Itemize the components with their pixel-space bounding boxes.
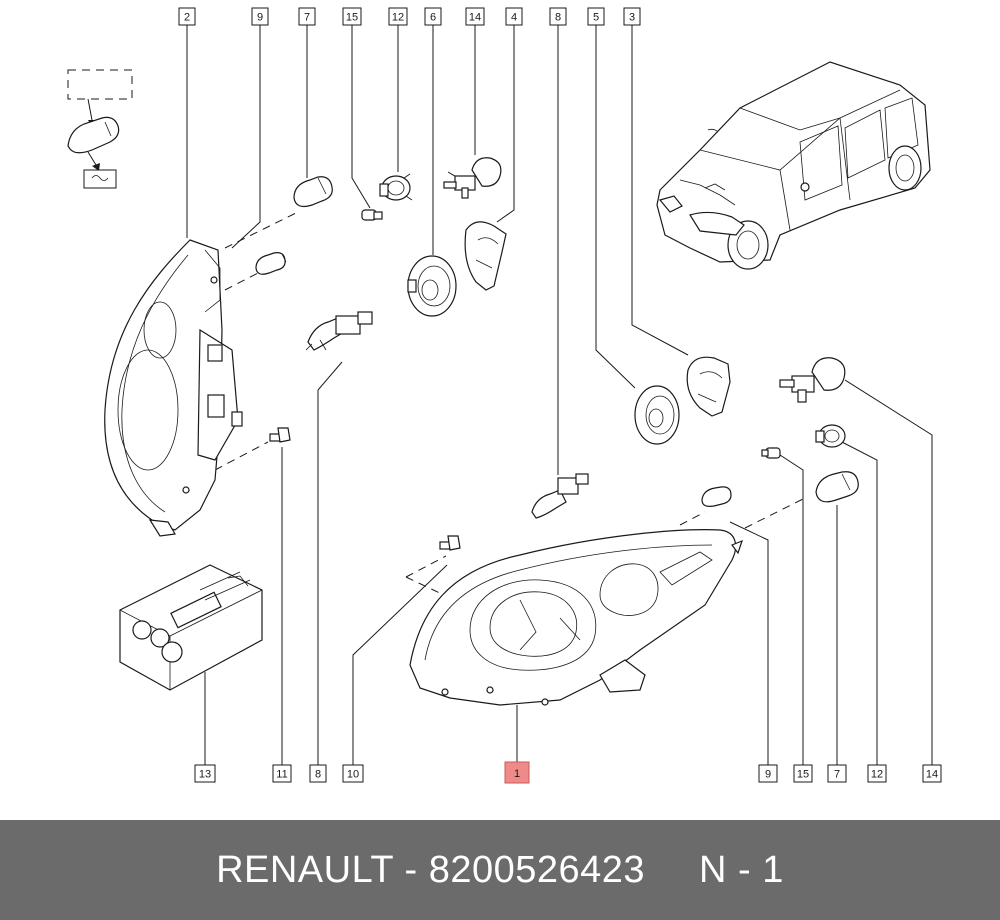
headlamp-assembly [409, 529, 743, 706]
callout-11: 11 [272, 764, 292, 783]
bracket-4 [464, 221, 507, 291]
bulb-15-left [361, 209, 383, 221]
bracket-3 [686, 356, 731, 417]
cover-6 [407, 255, 457, 317]
inset-bulb-icon [67, 116, 120, 154]
callout-5: 5 [587, 7, 605, 26]
socket-12-left [379, 173, 413, 201]
bulb-7-left [293, 176, 333, 208]
dashed-guides [214, 171, 806, 597]
callout-4: 4 [505, 7, 523, 26]
callout-label-7-bottom: 7 [834, 769, 840, 781]
callout-15-top: 15 [342, 7, 362, 26]
callout-12-top: 12 [388, 7, 408, 26]
bulb-15-right [761, 447, 781, 459]
callout-label-10: 10 [347, 769, 359, 781]
callout-label-9-bottom: 9 [765, 769, 771, 781]
callout-label-13: 13 [199, 769, 211, 781]
callout-3: 3 [623, 7, 641, 26]
callout-1-highlighted: 1 [504, 761, 530, 784]
callout-label-11: 11 [276, 769, 287, 781]
headlamp-rear-view [104, 239, 243, 537]
part-number-footer: RENAULT - 8200526423 N - 1 [0, 820, 1000, 920]
callout-label-7-top: 7 [304, 12, 310, 24]
callout-7-bottom: 7 [827, 764, 847, 783]
callout-6: 6 [424, 7, 442, 26]
car-illustration [656, 61, 931, 270]
callout-14-bottom: 14 [922, 764, 942, 783]
callout-label-2: 2 [184, 12, 190, 24]
callout-label-14-bottom: 14 [926, 769, 938, 781]
callout-2: 2 [178, 7, 196, 26]
bulb-9-right [701, 486, 732, 507]
callouts-bottom: 13 11 8 10 1 9 15 7 12 14 [194, 761, 942, 784]
callout-8-bottom: 8 [309, 764, 327, 783]
callout-label-9-top: 9 [257, 12, 263, 24]
callout-label-3: 3 [629, 12, 635, 24]
bulb-7-right [815, 471, 859, 503]
bulb-spec-plate [83, 169, 117, 189]
callouts-top: 2 9 7 15 12 6 14 4 8 5 3 [178, 7, 641, 26]
screw-11 [269, 427, 291, 443]
callout-label-15-bottom: 15 [797, 769, 809, 781]
position-code: N - 1 [699, 848, 784, 891]
callout-8-top: 8 [549, 7, 567, 26]
bulb-14-left [443, 157, 502, 199]
callout-9-bottom: 9 [758, 764, 778, 783]
bulb-9-left [255, 252, 287, 275]
leader-lines [186, 25, 933, 765]
callout-label-15-top: 15 [346, 12, 358, 24]
exploded-parts-diagram: 2 9 7 15 12 6 14 4 8 5 3 13 11 8 10 1 9 … [67, 7, 942, 784]
callout-label-8-bottom: 8 [315, 769, 321, 781]
bulb-8-right [531, 473, 589, 519]
socket-12-right [815, 424, 846, 448]
callout-label-12-top: 12 [392, 12, 404, 24]
brand-part-number: RENAULT - 8200526423 [216, 848, 646, 891]
car-headlamp-right [689, 211, 745, 236]
car-headlamp-left [658, 195, 683, 213]
callout-13: 13 [194, 764, 216, 783]
bulb-kit-box [119, 564, 263, 691]
callout-label-12-bottom: 12 [871, 769, 883, 781]
callout-10: 10 [342, 764, 364, 783]
callout-14-top: 14 [465, 7, 485, 26]
bulb-replacement-inset [67, 69, 133, 189]
callout-label-5: 5 [593, 12, 599, 24]
cover-5 [634, 385, 680, 445]
footer-caption: RENAULT - 8200526423 N - 1 [216, 849, 784, 892]
callout-12-bottom: 12 [867, 764, 887, 783]
callout-label-6: 6 [430, 12, 436, 24]
callout-label-4: 4 [511, 12, 517, 24]
callout-label-8-top: 8 [555, 12, 561, 24]
callout-15-bottom: 15 [793, 764, 813, 783]
callout-7-top: 7 [298, 7, 316, 26]
callout-label-14-top: 14 [469, 12, 481, 24]
callout-label-1: 1 [514, 768, 520, 780]
screw-10 [439, 535, 461, 551]
bulb-8-left [305, 311, 373, 351]
blank-label-box [67, 69, 133, 100]
callout-9-top: 9 [251, 7, 269, 26]
bulb-14-right [779, 357, 846, 403]
